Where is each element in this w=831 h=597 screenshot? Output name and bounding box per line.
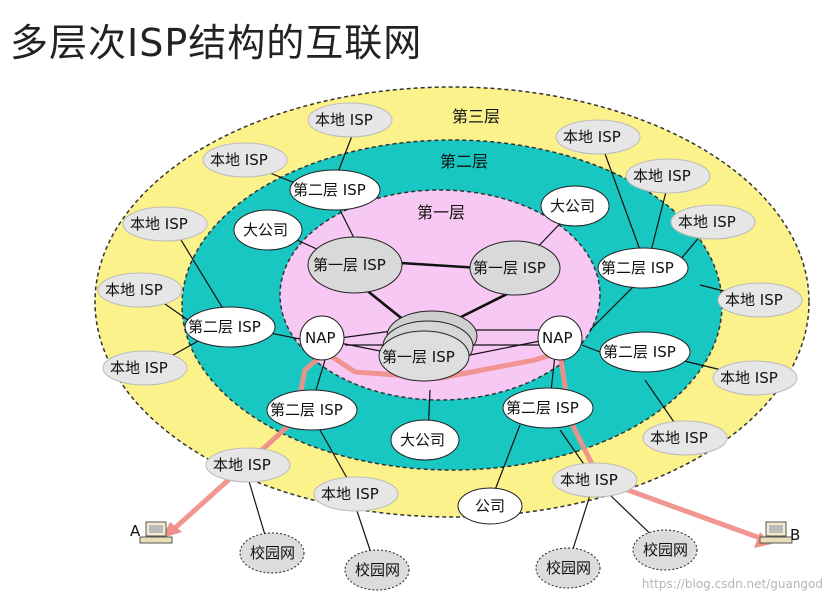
nap-node: NAP bbox=[537, 315, 583, 361]
local-isp-bubble: 本地 ISP bbox=[307, 102, 393, 138]
local-isp-bubble: 本地 ISP bbox=[555, 119, 641, 155]
big-company-label: 大公司 bbox=[550, 197, 595, 215]
local-isp-bubble: 本地 ISP bbox=[102, 350, 188, 386]
tier2-isp-label: 第二层 ISP bbox=[188, 318, 261, 336]
local-isp-label: 本地 ISP bbox=[560, 471, 618, 489]
local-isp-bubble: 本地 ISP bbox=[712, 360, 798, 396]
campus-network-cloud: 校园网 bbox=[632, 529, 698, 571]
host-a-label: A bbox=[130, 522, 141, 540]
campus-label: 校园网 bbox=[546, 559, 591, 577]
local-isp-label: 本地 ISP bbox=[563, 128, 621, 146]
computer-icon bbox=[759, 521, 793, 544]
campus-label: 校园网 bbox=[250, 544, 295, 562]
tier1-isp-node: 第一层 ISP bbox=[307, 236, 403, 294]
tier2-isp-node: 第二层 ISP bbox=[502, 387, 594, 429]
layer-3-label: 第三层 bbox=[452, 107, 500, 126]
tier1-isp-label: 第一层 ISP bbox=[313, 256, 386, 274]
tier2-isp-node: 第二层 ISP bbox=[184, 306, 276, 348]
tier1-isp-node: 第一层 ISP bbox=[469, 240, 561, 296]
local-isp-bubble: 本地 ISP bbox=[552, 462, 638, 498]
company-node: 公司 bbox=[457, 487, 523, 525]
tier1-isp-stack: 第一层 ISP bbox=[378, 310, 478, 382]
tier2-isp-label: 第二层 ISP bbox=[506, 399, 579, 417]
layer-2-label: 第二层 bbox=[440, 152, 488, 171]
local-isp-label: 本地 ISP bbox=[130, 215, 188, 233]
big-company-label: 大公司 bbox=[400, 431, 445, 449]
local-isp-label: 本地 ISP bbox=[105, 281, 163, 299]
local-isp-label: 本地 ISP bbox=[315, 111, 373, 129]
local-isp-label: 本地 ISP bbox=[725, 291, 783, 309]
arrow-to-a bbox=[162, 522, 182, 538]
campus-network-cloud: 校园网 bbox=[239, 532, 305, 574]
page-title: 多层次ISP结构的互联网 bbox=[10, 21, 423, 65]
local-isp-label: 本地 ISP bbox=[110, 359, 168, 377]
company-label: 公司 bbox=[475, 497, 505, 515]
local-isp-bubble: 本地 ISP bbox=[717, 282, 803, 318]
watermark: https://blog.csdn.net/guangod bbox=[641, 577, 823, 591]
big-company-node: 大公司 bbox=[540, 185, 610, 227]
local-isp-label: 本地 ISP bbox=[633, 167, 691, 185]
local-isp-label: 本地 ISP bbox=[650, 429, 708, 447]
big-company-node: 大公司 bbox=[233, 209, 303, 251]
nap-label: NAP bbox=[542, 329, 573, 347]
local-isp-label: 本地 ISP bbox=[213, 456, 271, 474]
tier2-isp-label: 第二层 ISP bbox=[601, 259, 674, 277]
local-isp-bubble: 本地 ISP bbox=[97, 272, 183, 308]
local-isp-bubble: 本地 ISP bbox=[313, 476, 399, 512]
tier1-isp-label: 第一层 ISP bbox=[382, 348, 455, 366]
layer-1-label: 第一层 bbox=[417, 203, 465, 222]
tier2-isp-node: 第二层 ISP bbox=[266, 389, 358, 431]
tier2-isp-node: 第二层 ISP bbox=[599, 331, 691, 373]
local-isp-label: 本地 ISP bbox=[210, 151, 268, 169]
local-isp-bubble: 本地 ISP bbox=[642, 420, 728, 456]
host-b-label: B bbox=[790, 526, 800, 544]
local-isp-label: 本地 ISP bbox=[678, 213, 736, 231]
local-isp-bubble: 本地 ISP bbox=[670, 204, 756, 240]
tier2-isp-label: 第二层 ISP bbox=[603, 343, 676, 361]
big-company-label: 大公司 bbox=[243, 221, 288, 239]
campus-network-cloud: 校园网 bbox=[535, 547, 601, 589]
local-isp-label: 本地 ISP bbox=[720, 369, 778, 387]
tier2-isp-node: 第二层 ISP bbox=[289, 169, 381, 211]
local-isp-bubble: 本地 ISP bbox=[205, 447, 291, 483]
computer-icon bbox=[139, 521, 173, 544]
tier2-isp-label: 第二层 ISP bbox=[270, 401, 343, 419]
campus-label: 校园网 bbox=[355, 561, 400, 579]
tier1-isp-label: 第一层 ISP bbox=[473, 259, 546, 277]
local-isp-label: 本地 ISP bbox=[321, 485, 379, 503]
local-isp-bubble: 本地 ISP bbox=[122, 206, 208, 242]
big-company-node: 大公司 bbox=[390, 419, 460, 461]
tier2-isp-node: 第二层 ISP bbox=[597, 247, 689, 289]
local-isp-bubble: 本地 ISP bbox=[202, 142, 288, 178]
local-isp-bubble: 本地 ISP bbox=[625, 158, 711, 194]
nap-label: NAP bbox=[305, 329, 336, 347]
campus-label: 校园网 bbox=[643, 541, 688, 559]
nap-node: NAP bbox=[299, 315, 345, 361]
campus-network-cloud: 校园网 bbox=[344, 549, 410, 591]
tier2-isp-label: 第二层 ISP bbox=[293, 181, 366, 199]
